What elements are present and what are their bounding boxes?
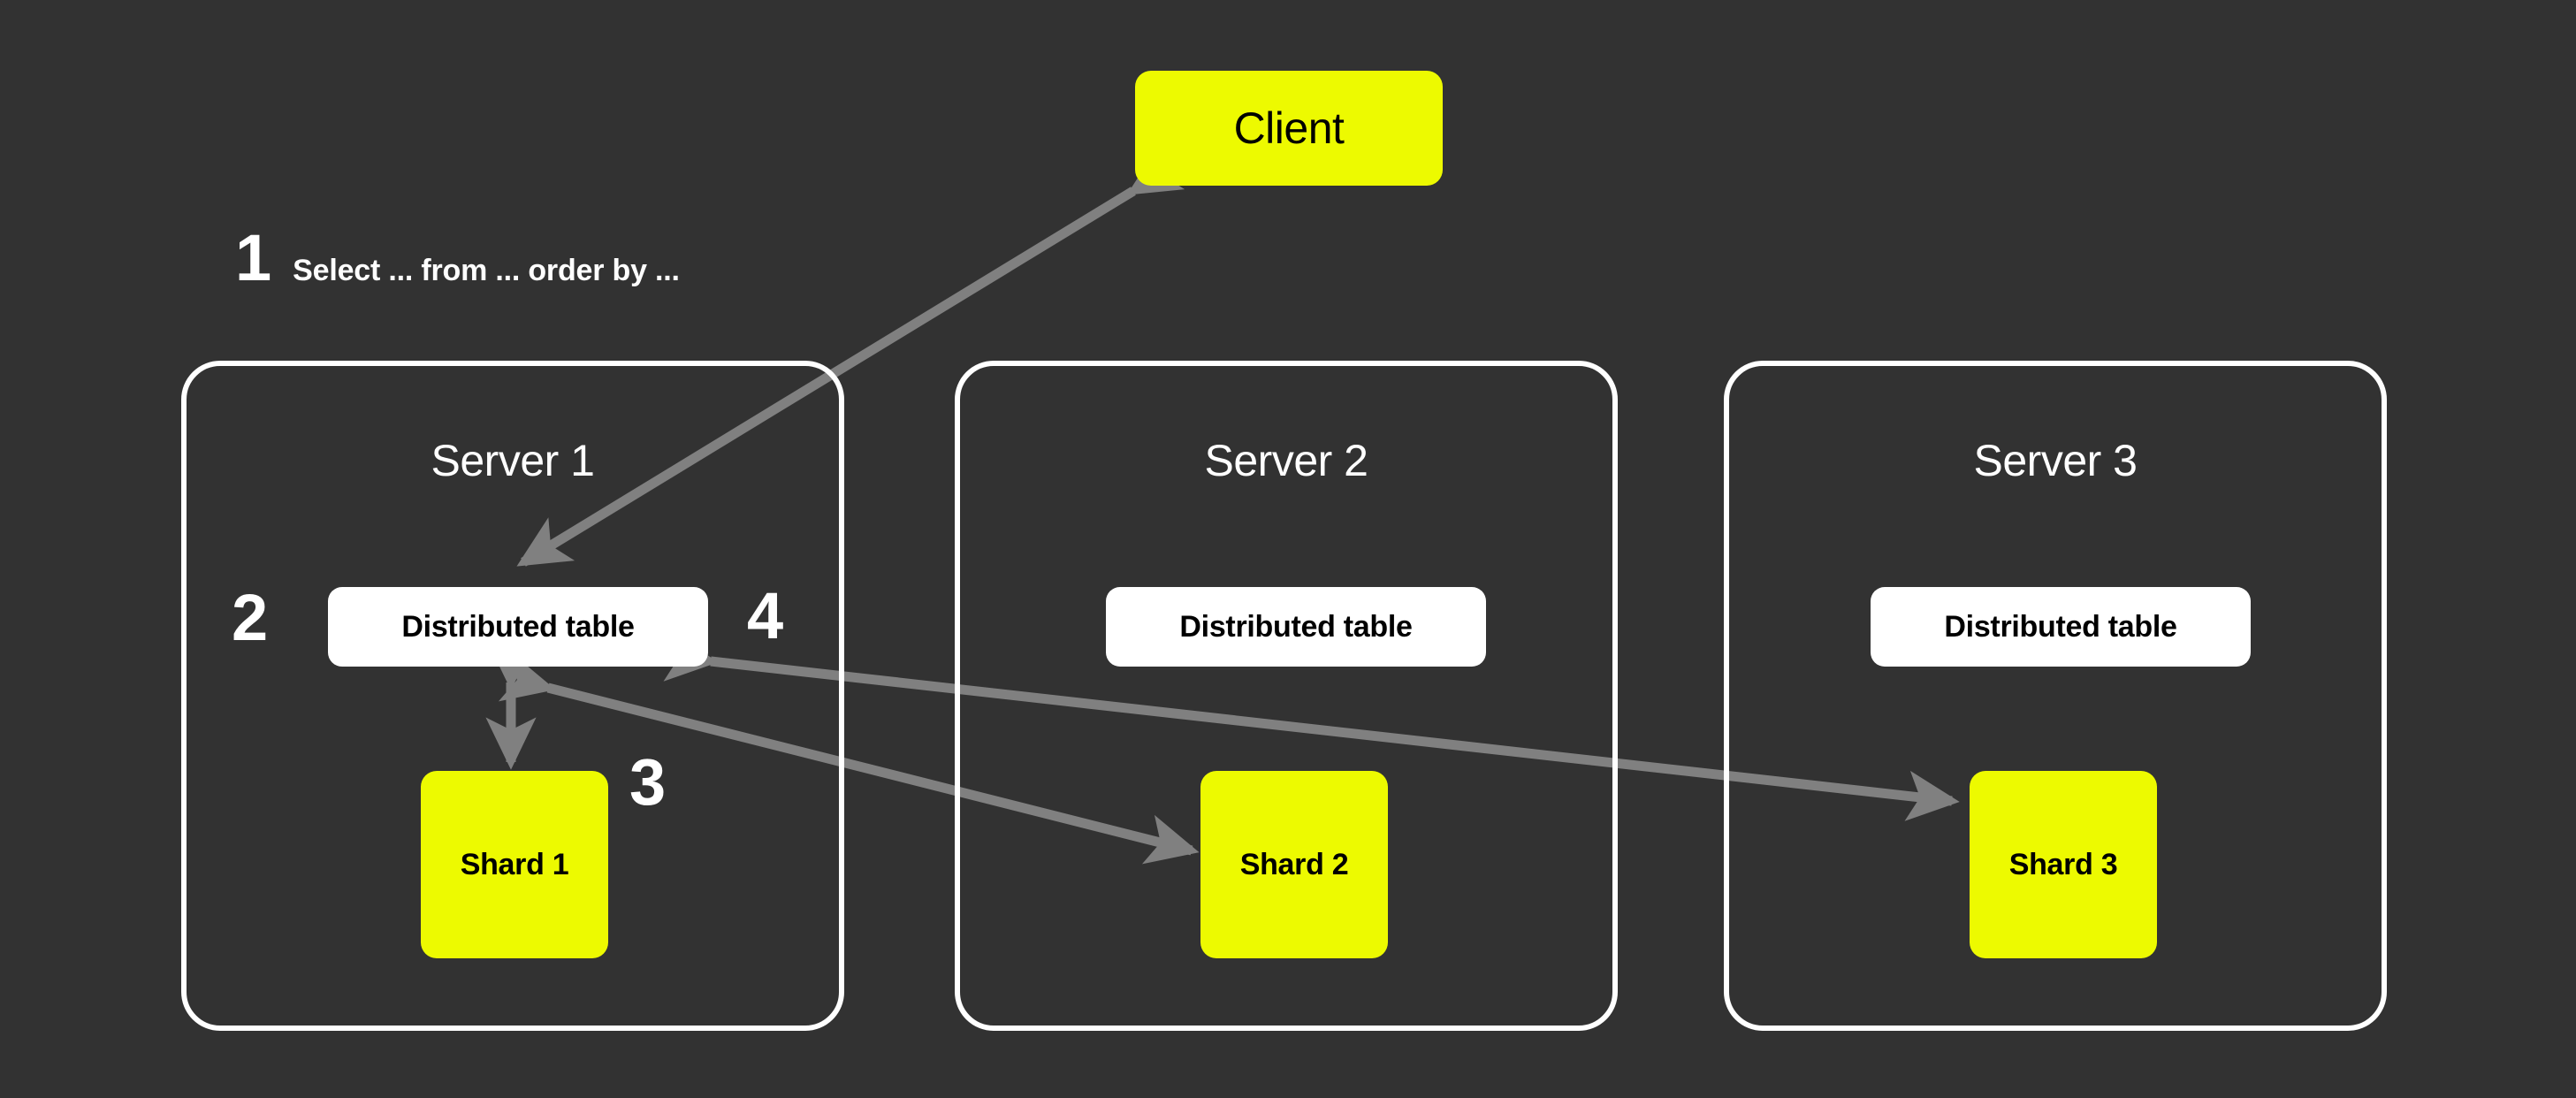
step-1-caption: 1 Select ... from ... order by ... — [235, 225, 680, 291]
distributed-table-label: Distributed table — [1179, 609, 1413, 644]
client-node[interactable]: Client — [1135, 71, 1443, 186]
server-2-title: Server 2 — [1204, 436, 1368, 485]
server-3-title: Server 3 — [1973, 436, 2138, 485]
server-1-container[interactable]: Server 1 Distributed table Shard 1 — [181, 361, 844, 1031]
distributed-table-server-2[interactable]: Distributed table — [1106, 587, 1486, 667]
server-3-container[interactable]: Server 3 Distributed table Shard 3 — [1724, 361, 2387, 1031]
client-label: Client — [1233, 103, 1345, 153]
server-1-title: Server 1 — [431, 436, 595, 485]
step-4-number: 4 — [747, 579, 784, 652]
shard-3-label: Shard 3 — [2008, 847, 2118, 881]
step-1-query-text: Select ... from ... order by ... — [293, 254, 680, 287]
distributed-table-server-3[interactable]: Distributed table — [1871, 587, 2251, 667]
step-2-number: 2 — [232, 581, 269, 654]
shard-2-node[interactable]: Shard 2 — [1200, 771, 1388, 958]
shard-2-label: Shard 2 — [1239, 847, 1349, 881]
shard-1-label: Shard 1 — [460, 847, 569, 881]
step-1-number: 1 — [235, 221, 272, 294]
step-3-number: 3 — [629, 745, 667, 819]
distributed-table-server-1[interactable]: Distributed table — [328, 587, 708, 667]
server-2-container[interactable]: Server 2 Distributed table Shard 2 — [955, 361, 1618, 1031]
shard-3-node[interactable]: Shard 3 — [1970, 771, 2157, 958]
shard-1-node[interactable]: Shard 1 — [421, 771, 608, 958]
distributed-table-label: Distributed table — [401, 609, 635, 644]
distributed-table-label: Distributed table — [1944, 609, 2177, 644]
